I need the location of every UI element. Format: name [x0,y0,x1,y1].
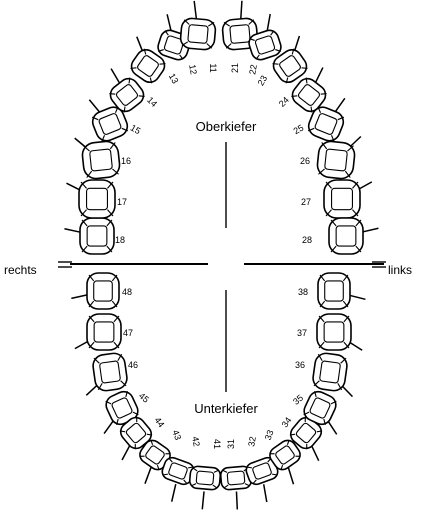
tooth-38 [318,273,350,309]
tooth-18 [80,218,114,254]
tooth-root-22 [267,14,270,32]
tooth-number-label: 46 [128,360,138,370]
tooth-number-label: 15 [129,123,143,137]
tooth-number-label: 38 [298,287,308,297]
tooth-root-21 [241,1,242,19]
tooth-number-label: 45 [137,391,151,405]
tooth-number-label: 26 [300,156,310,166]
tooth-root-44 [122,444,130,460]
tooth-crown-36 [312,352,349,392]
right-side-label: rechts [4,263,37,277]
tooth-crown-26 [316,140,356,180]
tooth-root-11 [194,1,196,19]
tooth-number-label: 48 [122,287,132,297]
tooth-crown-11 [180,18,216,51]
tooth-number-label: 47 [123,328,133,338]
tooth-17 [79,180,115,218]
tooth-41 [189,466,221,491]
tooth-number-label: 32 [246,436,258,448]
tooth-number-label: 13 [167,72,181,86]
tooth-number-label: 12 [187,64,199,76]
tooth-number-label: 44 [152,415,166,429]
tooth-crown-46 [92,352,129,392]
tooth-number-label: 31 [226,439,236,449]
tooth-number-label: 25 [292,123,306,137]
tooth-root-43 [145,467,151,484]
tooth-crown-16 [81,140,121,180]
tooth-number-label: 36 [295,360,305,370]
tooth-root-14 [111,69,120,85]
tooth-root-42 [172,484,176,502]
tooth-number-label: 22 [247,64,259,76]
tooth-root-31 [236,491,237,509]
tooth-37 [317,314,351,350]
tooth-number-label: 17 [117,197,127,207]
tooth-36 [312,352,349,392]
tooth-root-24 [315,68,323,84]
tooth-root-32 [264,484,267,502]
tooth-number-label: 28 [302,235,312,245]
tooth-47 [87,314,121,350]
tooth-28 [329,218,363,254]
upper-jaw-label: Oberkiefer [196,119,257,134]
tooth-number-label: 16 [121,156,131,166]
tooth-number-label: 42 [190,436,202,448]
tooth-number-label: 21 [230,63,240,73]
tooth-root-25 [334,98,344,113]
tooth-46 [92,352,129,392]
tooth-number-label: 27 [301,197,311,207]
tooth-number-label: 41 [212,439,222,449]
tooth-number-label: 35 [291,393,305,407]
lower-jaw-label: Unterkiefer [194,401,258,416]
tooth-number-label: 37 [297,328,307,338]
tooth-number-label: 23 [256,74,270,88]
tooth-number-label: 33 [263,429,276,442]
tooth-48 [87,273,119,309]
tooth-number-label: 24 [277,95,291,109]
tooth-root-33 [288,467,293,484]
tooth-number-label: 14 [145,95,159,109]
tooth-number-label: 11 [208,63,218,72]
left-side-label: links [388,263,412,277]
tooth-27 [324,180,360,218]
tooth-crown-41 [189,466,221,491]
tooth-11 [180,18,216,51]
tooth-16 [81,140,121,180]
tooth-number-label: 43 [170,429,183,442]
tooth-number-label: 34 [280,415,294,429]
tooth-root-41 [202,491,204,509]
tooth-number-label: 18 [115,235,125,245]
tooth-26 [316,140,356,180]
tooth-root-12 [167,14,171,32]
